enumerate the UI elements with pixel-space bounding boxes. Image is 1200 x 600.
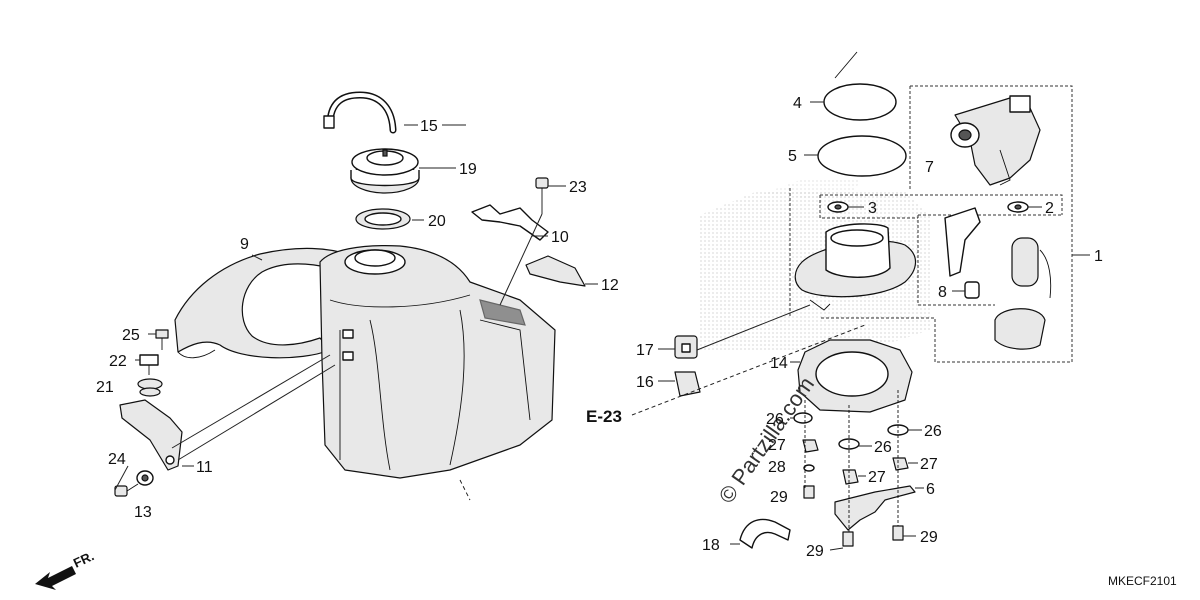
callout-15: 15 [420, 118, 438, 135]
callout-9: 9 [240, 236, 249, 253]
cover-12 [525, 255, 586, 287]
callout-12: 12 [601, 277, 619, 294]
fuel-tank [319, 245, 556, 479]
bracket-18 [739, 518, 791, 549]
callout-18: 18 [702, 537, 720, 554]
callout-23: 23 [569, 179, 587, 196]
callout-27b: 27 [868, 469, 886, 486]
callout-26a: 26 [766, 411, 784, 428]
callouts: 1 2 3 4 5 6 7 8 9 10 11 12 13 14 15 16 1… [96, 95, 1103, 560]
collar-22 [139, 354, 159, 375]
fuel-pump-motor [1011, 237, 1052, 299]
bolt-29b [842, 531, 854, 547]
callout-14: 14 [770, 355, 788, 372]
bolt-25 [155, 329, 169, 350]
callout-25: 25 [122, 327, 140, 344]
pump-module [950, 95, 1041, 186]
filter-strainer [944, 207, 981, 299]
callout-20: 20 [428, 213, 446, 230]
pump-base [794, 223, 917, 311]
callout-4: 4 [793, 95, 802, 112]
guide-lines [459, 390, 899, 532]
bracket-6 [834, 485, 916, 531]
callout-27c: 27 [920, 456, 938, 473]
pump-gasket [797, 339, 913, 413]
tank-bracket [119, 399, 183, 471]
washer-13 [136, 470, 154, 486]
tank-shroud [174, 247, 351, 359]
cap-gasket [355, 208, 411, 230]
callout-2: 2 [1045, 200, 1054, 217]
front-arrow-icon [35, 566, 76, 590]
bolt-24 [114, 483, 139, 497]
callout-29a: 29 [770, 489, 788, 506]
fuel-cap [350, 148, 420, 194]
rubber-21 [137, 378, 163, 397]
clamp-17 [674, 335, 698, 359]
callout-19: 19 [459, 161, 477, 178]
o-ring-5 [817, 135, 907, 177]
callout-28: 28 [768, 459, 786, 476]
regulator [994, 308, 1046, 350]
breather-hose [323, 91, 397, 134]
callout-7: 7 [925, 159, 934, 176]
nut-27c [892, 457, 909, 471]
callout-5: 5 [788, 148, 797, 165]
leader-lines [114, 101, 1090, 551]
callout-16: 16 [636, 374, 654, 391]
callout-21: 21 [96, 379, 114, 396]
callout-24: 24 [108, 451, 126, 468]
bolt-29c [892, 525, 904, 541]
callout-1: 1 [1094, 248, 1103, 265]
callout-17: 17 [636, 342, 654, 359]
bolt-23 [535, 177, 549, 214]
callout-6: 6 [926, 481, 935, 498]
nut-27b [842, 469, 859, 485]
reference-label: E-23 [586, 407, 622, 426]
callout-27a: 27 [768, 437, 786, 454]
clamp-16 [674, 371, 701, 397]
callout-22: 22 [109, 353, 127, 370]
callout-10: 10 [551, 229, 569, 246]
o-ring-4 [823, 83, 897, 121]
assembly-boxes [789, 85, 1073, 363]
callout-29b: 29 [806, 543, 824, 560]
diagram-code: MKECF2101 [1108, 574, 1177, 588]
front-label: FR. [71, 548, 96, 570]
callout-29c: 29 [920, 529, 938, 546]
callout-13: 13 [134, 504, 152, 521]
callout-3: 3 [868, 200, 877, 217]
callout-26b: 26 [874, 439, 892, 456]
bolt-29a [803, 485, 815, 499]
washer-3 [827, 201, 849, 213]
callout-26c: 26 [924, 423, 942, 440]
washer-2 [1007, 201, 1029, 213]
washer-26b [838, 438, 860, 450]
bracket-10 [471, 204, 549, 241]
callout-8: 8 [938, 284, 947, 301]
callout-11: 11 [196, 459, 213, 476]
washer-28 [803, 464, 815, 472]
